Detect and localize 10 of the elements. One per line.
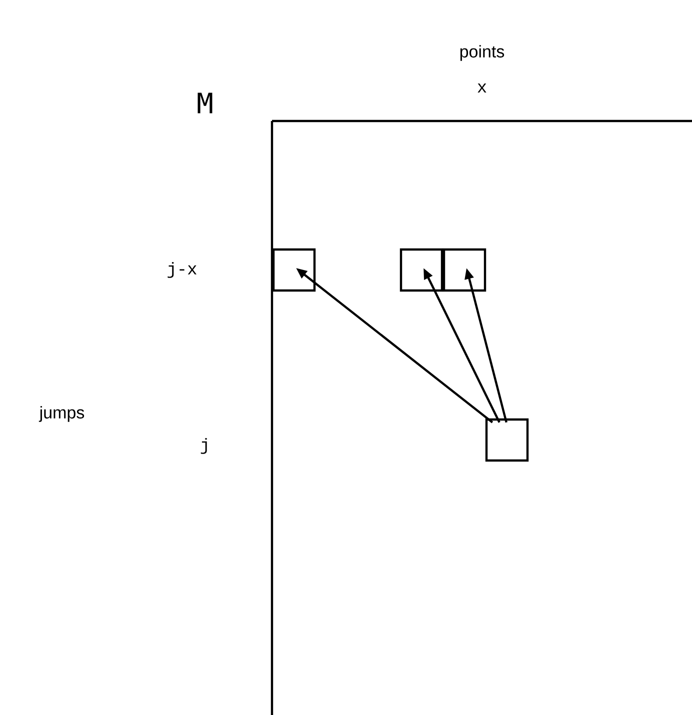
square-cell [485,418,529,462]
row-label: j-x [168,262,196,278]
axis-title: points [460,45,504,61]
matrix-name: M [198,92,212,114]
axis-title: jumps [38,406,84,422]
square-cell [272,248,316,292]
row-label: j [200,438,207,454]
axis-label: x [478,84,486,92]
square-cell [400,248,444,292]
square-cell [442,248,486,292]
